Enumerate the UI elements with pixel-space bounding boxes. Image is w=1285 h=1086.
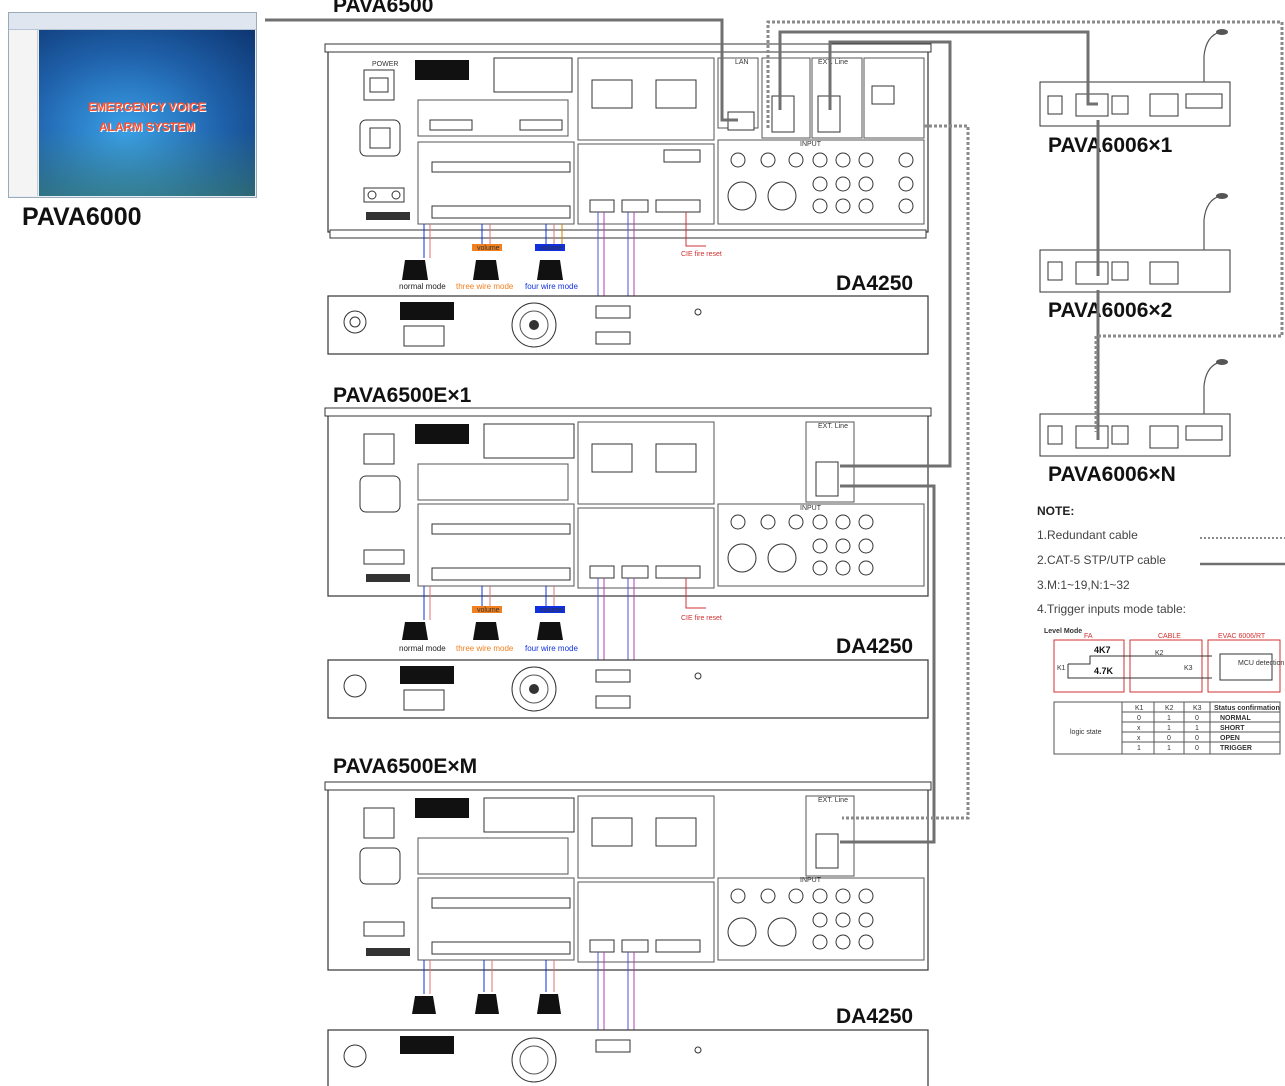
cat5-cables [265,18,1100,844]
amp-label-3: DA4250 [836,1005,914,1028]
software-screen: EMERGENCY VOICE ALARM SYSTEM [39,30,255,196]
mic2-label: PAVA6006×2 [1048,299,1173,322]
main-controller-panel: LAN EXT. Line INPUT POWER [324,43,932,239]
speakers-unit2: volume volume normal mode three wire mod… [399,578,722,664]
ext-line-label-2: EXT. Line [818,423,848,430]
software-menubar [9,13,256,30]
trigger-table-cell: 1 [1167,715,1171,722]
th-k3: K3 [1193,705,1202,712]
amp-label-1: DA4250 [836,272,914,295]
extM-unit-label: PAVA6500E×M [333,755,478,778]
trigger-table-cell: 1 [1167,725,1171,732]
software-screenshot: EMERGENCY VOICE ALARM SYSTEM [8,12,257,198]
power-label-1: POWER [372,61,398,68]
cie-label-1: CIE fire reset [681,251,722,258]
trigger-table-cell: 0 [1137,715,1141,722]
four-wire-1: four wire mode [525,282,578,291]
trigger-table-cell: 0 [1195,745,1199,752]
trigger-table-cell: 0 [1195,715,1199,722]
k2-label: K2 [1155,650,1164,657]
k1-label: K1 [1057,665,1066,672]
main-unit-label: PAVA6500 [333,0,434,17]
trigger-circuit: Level Mode FA CABLE EVAC 6006/RT 4K7 4.7… [1044,628,1284,693]
extension-panel-M: EXT. Line INPUT [324,781,932,971]
trigger-table-cell: SHORT [1220,725,1245,732]
note-item-3: 3.M:1~19,N:1~32 [1037,578,1130,592]
four-wire-2: four wire mode [525,644,578,653]
level-mode-label: Level Mode [1044,628,1082,635]
input-label-1: INPUT [800,141,822,148]
amplifier-panel-1 [327,295,929,355]
note-item-4: 4.Trigger inputs mode table: [1037,602,1186,616]
amplifier-panel-3 [327,1029,929,1086]
note-item-2: 2.CAT-5 STP/UTP cable [1037,553,1166,567]
cable-label: CABLE [1158,633,1181,640]
trigger-table-cell: TRIGGER [1220,745,1252,752]
trigger-table-cell: 1 [1195,725,1199,732]
row-label: logic state [1070,729,1102,736]
amp-label-2: DA4250 [836,635,914,658]
mic1-label: PAVA6006×1 [1048,134,1173,157]
volume-label-1b: volume [540,245,563,252]
mcu-label: MCU detection [1238,660,1284,667]
trigger-table-cell: 1 [1167,745,1171,752]
input-label-3: INPUT [800,877,822,884]
software-label: PAVA6000 [22,203,142,231]
trigger-table-cell: x [1137,725,1141,732]
ext-line-label-3: EXT. Line [818,797,848,804]
trigger-table-cell: 0 [1167,735,1171,742]
input-label-2: INPUT [800,505,822,512]
notes-section: NOTE: 1.Redundant cable 2.CAT-5 STP/UTP … [1037,504,1282,616]
th-k2: K2 [1165,705,1174,712]
screen-title-line1: EMERGENCY VOICE [88,100,206,114]
mic-station-N [1039,359,1231,457]
speakers-unit3 [412,952,635,1040]
volume-label-1a: volume [477,245,500,252]
screen-title-line2: ALARM SYSTEM [99,120,195,134]
normal-mode-1: normal mode [399,282,446,291]
mic-station-2 [1039,193,1231,293]
volume-label-2a: volume [477,607,500,614]
three-wire-1: three wire mode [456,282,514,291]
extension-panel-1: EXT. Line INPUT [324,407,932,597]
trigger-table-cell: NORMAL [1220,715,1251,722]
speakers-unit1: volume volume normal mode three wire mod… [399,212,722,300]
th-k1: K1 [1135,705,1144,712]
normal-mode-2: normal mode [399,644,446,653]
trigger-table-cell: OPEN [1220,735,1240,742]
software-sidebar [9,30,38,196]
trigger-table-cell: x [1137,735,1141,742]
r-4k7: 4K7 [1094,645,1111,655]
micN-label: PAVA6006×N [1048,463,1176,486]
evac-label: EVAC 6006/RT [1218,633,1266,640]
th-status: Status confirmation [1214,705,1280,712]
mic-station-1 [1039,29,1231,127]
trigger-table-cell: 1 [1137,745,1141,752]
trigger-table-cell: 0 [1195,735,1199,742]
ext-line-label-1: EXT. Line [818,59,848,66]
r-4-7k: 4.7K [1094,666,1114,676]
trigger-table: K1 K2 K3 Status confirmation logic state… [1053,701,1281,755]
cie-label-2: CIE fire reset [681,615,722,622]
notes-title: NOTE: [1037,504,1075,518]
redundant-cables [766,20,1284,820]
k3-label: K3 [1184,665,1193,672]
fa-label: FA [1084,633,1093,640]
amplifier-panel-2 [327,659,929,719]
three-wire-2: three wire mode [456,644,514,653]
note-item-1: 1.Redundant cable [1037,528,1138,542]
lan-label-1: LAN [735,59,749,66]
volume-label-2b: volume [540,607,563,614]
ext1-unit-label: PAVA6500E×1 [333,384,472,407]
